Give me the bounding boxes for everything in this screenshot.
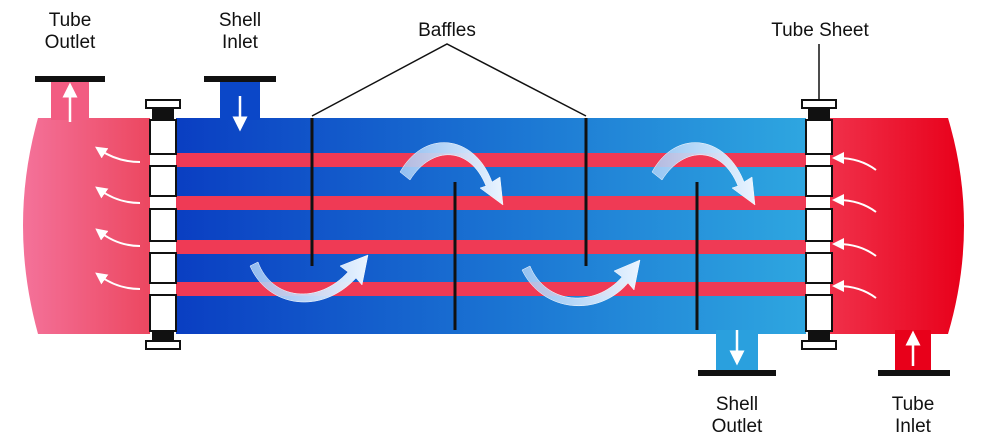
label-line: Tube bbox=[48, 10, 92, 31]
baffles bbox=[310, 118, 699, 330]
baffles-leader bbox=[311, 43, 587, 117]
label-baffles: Baffles bbox=[407, 20, 487, 42]
label-line: Inlet bbox=[222, 32, 258, 53]
label-tube-inlet: Tube Inlet bbox=[880, 394, 946, 438]
leader-lines bbox=[311, 43, 820, 117]
label-line: Tube Sheet bbox=[771, 20, 869, 41]
left-head bbox=[23, 118, 150, 334]
flow-arrow-1 bbox=[249, 254, 369, 303]
left-tube-sheet bbox=[145, 99, 181, 350]
right-head bbox=[830, 118, 964, 334]
label-line: Inlet bbox=[895, 416, 931, 437]
tube-outlet-flange bbox=[35, 76, 105, 82]
label-shell-outlet: Shell Outlet bbox=[700, 394, 774, 438]
curved-white-arrow-icon bbox=[95, 228, 141, 247]
label-tube-outlet: Tube Outlet bbox=[40, 10, 100, 54]
shell-inlet-flange bbox=[204, 76, 276, 82]
curved-white-arrow-icon bbox=[832, 280, 877, 299]
flow-arrow-4 bbox=[651, 142, 756, 206]
right-tube-sheet bbox=[801, 99, 837, 350]
flow-arrow-2 bbox=[399, 142, 504, 206]
curved-white-arrow-icon bbox=[832, 238, 877, 257]
curved-white-arrow-icon bbox=[95, 146, 141, 163]
left-return-arrows bbox=[95, 146, 141, 290]
curved-white-arrow-icon bbox=[832, 152, 877, 171]
curved-white-arrow-icon bbox=[95, 272, 141, 290]
tube-2 bbox=[176, 196, 806, 210]
label-tube-sheet: Tube Sheet bbox=[758, 20, 882, 42]
label-line: Shell bbox=[715, 394, 759, 415]
label-line: Outlet bbox=[711, 416, 763, 437]
shell-outlet-flange bbox=[698, 370, 776, 376]
curved-white-arrow-icon bbox=[95, 186, 141, 204]
tube-1 bbox=[176, 153, 806, 167]
label-line: Outlet bbox=[44, 32, 96, 53]
tube-3 bbox=[176, 240, 806, 254]
flow-arrow-3 bbox=[521, 259, 641, 307]
right-return-arrows bbox=[832, 152, 877, 299]
tube-inlet-flange bbox=[878, 370, 950, 376]
curved-white-arrow-icon bbox=[832, 194, 877, 213]
label-line: Baffles bbox=[418, 20, 476, 41]
label-line: Shell bbox=[218, 10, 262, 31]
nozzle-arrows bbox=[62, 82, 921, 366]
label-shell-inlet: Shell Inlet bbox=[210, 10, 270, 54]
shell-flow-arrows bbox=[249, 142, 756, 307]
label-line: Tube bbox=[891, 394, 935, 415]
